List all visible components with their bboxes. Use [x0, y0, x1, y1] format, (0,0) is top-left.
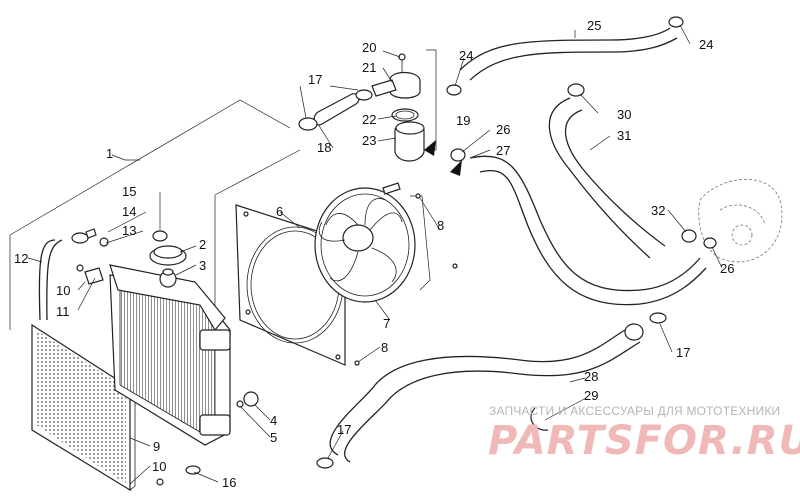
radiator-cap-top [153, 245, 183, 259]
screw-10 [156, 478, 164, 486]
callout-30: 30 [617, 107, 631, 122]
callout-12: 12 [14, 251, 28, 266]
fan-bolt-lower [452, 263, 458, 269]
callout-28: 28 [584, 369, 598, 384]
callout-4: 4 [270, 413, 277, 428]
callout-20: 20 [362, 40, 376, 55]
callout-3: 3 [199, 258, 206, 273]
callout-16: 16 [222, 475, 236, 490]
callout-10a: 10 [56, 283, 70, 298]
hose-25-outer [469, 37, 678, 81]
screw-14 [85, 228, 97, 239]
clamp-32 [681, 229, 697, 243]
grommet-15 [152, 230, 168, 242]
clip-screw [76, 264, 84, 272]
callout-2: 2 [199, 237, 206, 252]
clamp-26a [450, 148, 466, 162]
hose-18 [298, 89, 373, 131]
callout-1: 1 [106, 146, 113, 161]
washer-13 [99, 237, 109, 247]
radiator-screen [31, 323, 136, 492]
callout-11: 11 [56, 304, 70, 319]
callout-13: 13 [122, 223, 136, 238]
callout-9: 9 [153, 439, 160, 454]
leader-lines [27, 24, 723, 485]
watermark-tagline: ЗАПЧАСТИ И АКСЕССУАРЫ ДЛЯ МОТОТЕХНИКИ [489, 404, 781, 418]
callout-labels: 1 2 3 4 5 6 7 8 8 9 10 10 11 12 13 14 15… [14, 18, 734, 490]
callout-17a: 17 [308, 72, 322, 87]
clamp-24a [446, 84, 462, 96]
overflow-hose [38, 239, 56, 321]
callout-29: 29 [584, 388, 598, 403]
hose-25 [459, 27, 671, 71]
drain-plug [243, 391, 259, 407]
overflow-hose-end [71, 232, 89, 244]
hose-28-end [624, 323, 644, 341]
callout-24b: 24 [699, 37, 713, 52]
callout-25: 25 [587, 18, 601, 33]
callout-18: 18 [317, 140, 331, 155]
grommet-16 [185, 465, 201, 475]
callout-32: 32 [651, 203, 665, 218]
callout-26a: 26 [496, 122, 510, 137]
callout-15: 15 [122, 184, 136, 199]
callout-17c: 17 [676, 345, 690, 360]
callout-19: 19 [456, 113, 470, 128]
callout-8b: 8 [381, 340, 388, 355]
clamp-17b [316, 457, 334, 469]
callout-31: 31 [617, 128, 631, 143]
callout-21: 21 [362, 60, 376, 75]
fan-bolt [415, 193, 421, 199]
callout-27: 27 [496, 143, 510, 158]
callout-23: 23 [362, 133, 376, 148]
clamp-26b [703, 237, 717, 249]
callout-14: 14 [122, 204, 136, 219]
hose-27 [469, 155, 701, 292]
callout-7: 7 [383, 316, 390, 331]
hose-28 [329, 329, 626, 456]
hose-31 [548, 97, 651, 259]
cooling-fan [314, 182, 431, 303]
thermostat-housing [371, 49, 437, 162]
hose-28-outer [344, 341, 641, 463]
hose-27-outer [479, 170, 707, 306]
water-pump-housing [698, 178, 783, 263]
clamp-24b [668, 16, 684, 28]
clamp-17c [649, 312, 667, 324]
assembly-bracket-1 [9, 99, 291, 236]
clamp-30 [567, 83, 585, 97]
callout-10b: 10 [152, 459, 166, 474]
callout-26b: 26 [720, 261, 734, 276]
drain-washer [236, 400, 244, 408]
callout-17b: 17 [337, 422, 351, 437]
watermark-logo: PARTSFOR.RU [488, 418, 800, 464]
hose-31-outer [564, 109, 666, 247]
radiator [109, 264, 231, 446]
callout-6: 6 [276, 204, 283, 219]
bracket-upper [214, 149, 301, 196]
callout-24a: 24 [459, 48, 473, 63]
callout-22: 22 [362, 112, 376, 127]
direction-arrow-lower [450, 160, 462, 176]
callout-8a: 8 [437, 218, 444, 233]
direction-arrow-upper [424, 140, 436, 156]
callout-5: 5 [270, 430, 277, 445]
hose-clip [84, 267, 104, 285]
clamp-29 [530, 407, 549, 431]
overflow-hose-outer [46, 239, 63, 321]
